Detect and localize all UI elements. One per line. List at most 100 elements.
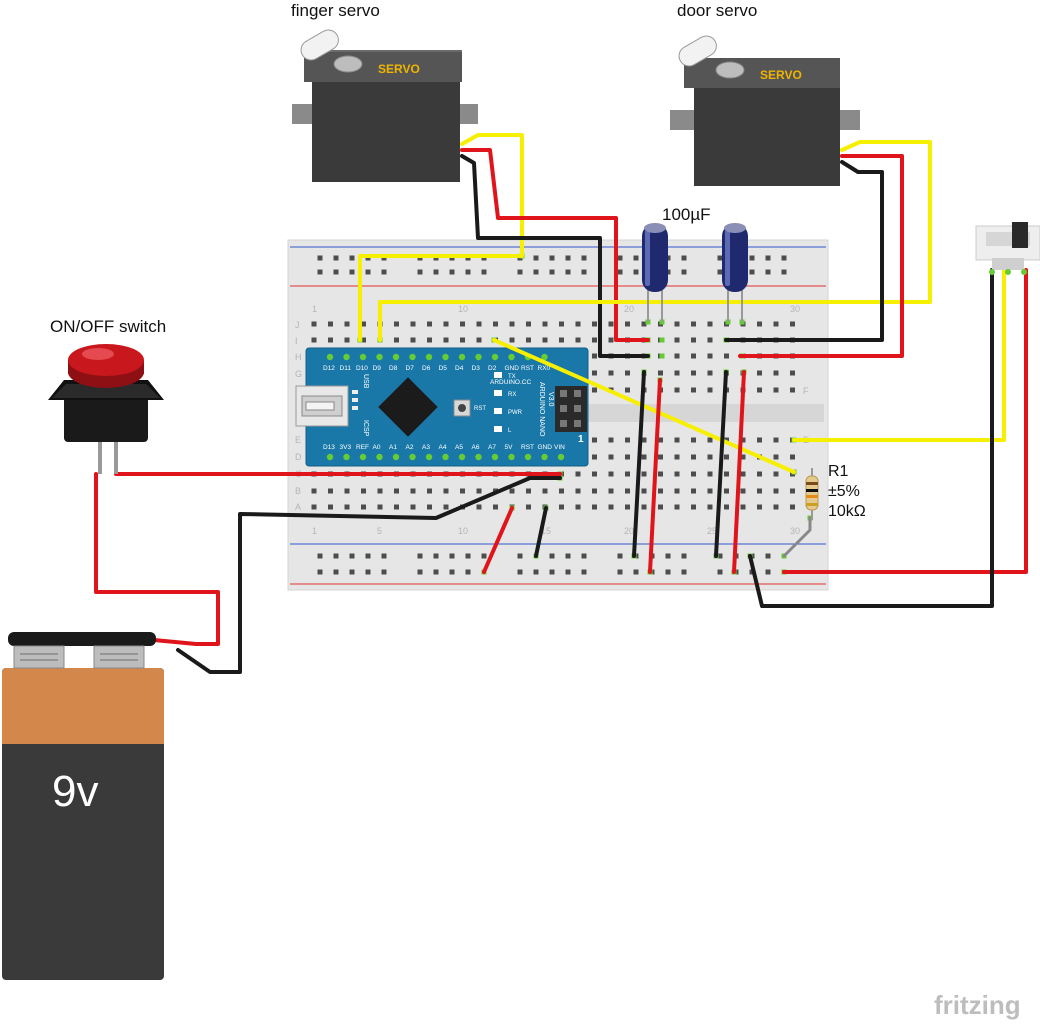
column-number: 25 xyxy=(707,526,717,536)
breadboard-hole xyxy=(460,337,465,343)
breadboard-hole xyxy=(757,471,762,477)
breadboard-hole xyxy=(311,321,317,327)
slide-switch[interactable] xyxy=(975,222,1040,275)
breadboard-hole xyxy=(790,387,795,393)
finger-servo-signal-wire xyxy=(358,254,524,342)
rail-hole xyxy=(481,553,487,559)
breadboard-hole xyxy=(559,321,564,327)
breadboard-hole xyxy=(773,454,779,460)
rail-hole xyxy=(333,553,339,559)
rail-hole xyxy=(317,569,323,575)
breadboard-hole xyxy=(526,504,531,510)
icsp-label: ICSP xyxy=(362,420,369,437)
breadboard-hole xyxy=(410,488,416,494)
nano-pin-label-top: D11 xyxy=(340,365,352,372)
capacitor-label: 100µF xyxy=(662,205,711,224)
nano-pin-top xyxy=(359,353,367,361)
column-number: 30 xyxy=(790,526,800,536)
breadboard-hole xyxy=(691,437,696,443)
door-servo-black-wire xyxy=(724,160,884,342)
rail-hole xyxy=(317,255,323,261)
breadboard-hole xyxy=(410,504,416,510)
rail-hole xyxy=(681,269,687,275)
breadboard-hole xyxy=(658,471,663,477)
breadboard-hole xyxy=(674,353,680,359)
row-letter: A xyxy=(295,502,301,512)
tx-label: TX xyxy=(508,374,516,380)
resistor-value-label: 10kΩ xyxy=(828,503,866,520)
nano-pin-label-bottom: VIN xyxy=(554,444,565,451)
breadboard-hole xyxy=(542,321,548,327)
rail-hole xyxy=(349,255,355,261)
resistor-name-label: R1 xyxy=(828,463,849,480)
rail-hole xyxy=(333,269,339,275)
breadboard-hole xyxy=(427,488,432,494)
breadboard-hole xyxy=(443,488,449,494)
finger-servo-red-wire xyxy=(460,148,650,342)
nano-pin-label-top: D4 xyxy=(455,365,464,372)
active-hole xyxy=(659,337,665,343)
door-servo-yellow-wire xyxy=(378,140,932,342)
column-number: 10 xyxy=(458,526,468,536)
breadboard-hole xyxy=(773,488,779,494)
breadboard-hole xyxy=(740,488,746,494)
nano-pin-top xyxy=(343,353,350,361)
rail-hole xyxy=(381,553,387,559)
breadboard-hole xyxy=(575,337,581,343)
breadboard-hole xyxy=(608,337,614,343)
finger-servo-black-wire xyxy=(460,154,650,358)
rail-hole xyxy=(449,569,455,575)
switch-label: ON/OFF switch xyxy=(50,317,166,336)
row-letter: B xyxy=(295,486,301,496)
nano-pin-label-bottom: REF xyxy=(356,444,369,451)
nano-pin-bottom xyxy=(508,453,515,461)
breadboard-hole xyxy=(625,437,630,443)
nano-pin-top xyxy=(491,353,499,361)
nano-pin-bottom xyxy=(425,453,433,461)
rail-hole xyxy=(349,269,355,275)
arduino-model-text: ARDUINO NANO xyxy=(538,382,545,437)
breadboard-hole xyxy=(674,471,680,477)
nano-pin-bottom xyxy=(376,453,383,461)
cap2-red-jumper xyxy=(732,370,746,574)
rail-hole xyxy=(433,553,439,559)
nano-pin-bottom xyxy=(541,453,548,461)
rail-hole xyxy=(565,553,571,559)
breadboard-hole xyxy=(773,387,779,393)
breadboard-hole xyxy=(476,488,482,494)
breadboard-hole xyxy=(509,321,515,327)
breadboard-hole xyxy=(476,504,482,510)
rail-hole xyxy=(633,269,639,275)
rail-hole xyxy=(765,553,771,559)
rail-hole xyxy=(417,553,423,559)
breadboard-hole xyxy=(724,454,729,460)
servo-brand-label: SERVO xyxy=(378,62,420,76)
rail-hole xyxy=(717,255,723,261)
breadboard-hole xyxy=(559,504,564,510)
breadboard-hole xyxy=(790,370,795,376)
rail-hole xyxy=(781,269,787,275)
rail-hole xyxy=(381,569,387,575)
breadboard-hole xyxy=(757,387,762,393)
breadboard-hole xyxy=(427,321,432,327)
nano-pin-top xyxy=(425,353,433,361)
cap1-black-jumper xyxy=(632,370,646,558)
breadboard-hole xyxy=(625,321,630,327)
breadboard-hole xyxy=(592,321,597,327)
breadboard-hole xyxy=(691,454,696,460)
breadboard-hole xyxy=(674,337,680,343)
nano-pin-label-top: D8 xyxy=(389,365,398,372)
row-letter: G xyxy=(295,369,302,379)
column-number: 20 xyxy=(624,304,634,314)
breadboard-hole xyxy=(592,337,597,343)
rail-hole xyxy=(633,255,639,261)
breadboard-hole xyxy=(707,321,713,327)
rail-hole xyxy=(549,569,555,575)
breadboard-hole xyxy=(740,454,746,460)
rail-hole xyxy=(665,569,671,575)
rail-hole xyxy=(717,269,723,275)
door-servo: SERVO xyxy=(670,35,860,186)
nano-pin-label-bottom: A0 xyxy=(373,444,381,451)
on-off-switch[interactable] xyxy=(48,344,164,474)
